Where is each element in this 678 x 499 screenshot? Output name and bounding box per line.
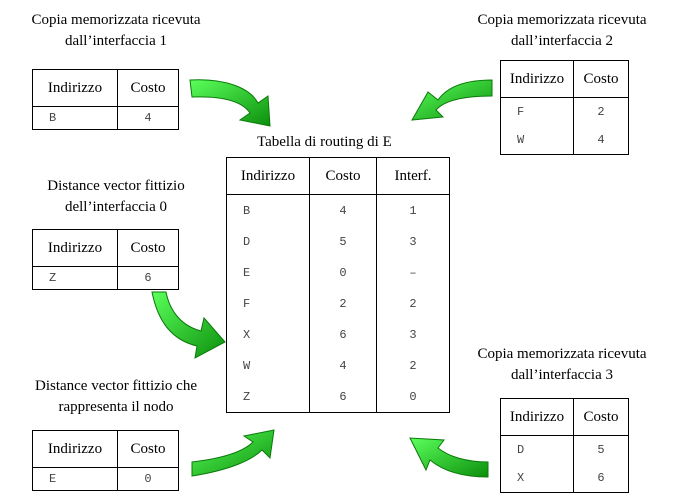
header-indirizzo: Indirizzo <box>226 157 310 195</box>
cell-cost: 4 <box>597 133 605 147</box>
header-costo: Costo <box>117 69 179 107</box>
cell-cost: 6 <box>597 471 605 485</box>
caption-line: Distance vector fittizio che <box>34 378 197 394</box>
header-costo: Costo <box>573 60 629 98</box>
cell-interface: 2 <box>409 296 417 311</box>
header-indirizzo: Indirizzo <box>32 229 118 267</box>
cell-interface: 3 <box>409 327 417 342</box>
cell-interface: 2 <box>409 358 417 373</box>
caption-line: dell’interfaccia 0 <box>64 199 168 215</box>
cell-address: D <box>500 435 574 464</box>
arrow-if1-icon <box>189 79 271 127</box>
cell-address: F <box>226 288 310 319</box>
header-indirizzo: Indirizzo <box>32 69 118 107</box>
arrow-if2-icon <box>411 79 493 121</box>
caption-if0: Distance vector fittizio dell’interfacci… <box>0 176 232 218</box>
dv-table-if2: Indirizzo Costo F 2 W 4 <box>500 60 629 155</box>
cell-interface: 1 <box>409 203 417 218</box>
caption-line: dall’interfaccia 3 <box>510 367 614 383</box>
caption-if3: Copia memorizzata ricevuta dall’interfac… <box>446 344 678 386</box>
caption-if2: Copia memorizzata ricevuta dall’interfac… <box>446 10 678 52</box>
header-costo: Costo <box>573 398 629 436</box>
cell-cost: 4 <box>144 111 152 125</box>
caption-node: Distance vector fittizio che rappresenta… <box>0 376 232 418</box>
caption-line: Copia memorizzata ricevuta <box>31 12 201 28</box>
cell-address: B <box>226 194 310 226</box>
header-costo: Costo <box>117 430 179 468</box>
header-indirizzo: Indirizzo <box>500 398 574 436</box>
cell-address: W <box>500 126 574 155</box>
caption-if1: Copia memorizzata ricevuta dall’interfac… <box>0 10 232 52</box>
cell-interface: 0 <box>409 389 417 404</box>
cell-address: X <box>500 464 574 493</box>
cell-cost: 6 <box>309 381 377 413</box>
caption-line: Copia memorizzata ricevuta <box>477 346 647 362</box>
cell-cost: 6 <box>144 271 152 285</box>
cell-cost: 6 <box>309 319 377 350</box>
cell-cost: 5 <box>597 443 605 457</box>
caption-line: Copia memorizzata ricevuta <box>477 12 647 28</box>
cell-cost: 5 <box>309 226 377 257</box>
cell-address: Z <box>32 266 118 290</box>
cell-cost: 4 <box>309 350 377 381</box>
header-indirizzo: Indirizzo <box>32 430 118 468</box>
cell-address: E <box>226 257 310 288</box>
cell-address: W <box>226 350 310 381</box>
caption-line: dall’interfaccia 2 <box>510 33 614 49</box>
arrow-if0-icon <box>151 291 226 359</box>
cell-cost: 4 <box>309 194 377 226</box>
cell-address: Z <box>226 381 310 413</box>
header-interf: Interf. <box>376 157 450 195</box>
cell-cost: 0 <box>309 257 377 288</box>
header-indirizzo: Indirizzo <box>500 60 574 98</box>
dv-table-node: Indirizzo Costo E 0 <box>32 430 179 491</box>
cell-interface: 3 <box>409 234 417 249</box>
cell-address: E <box>32 467 118 491</box>
caption-line: rappresenta il nodo <box>58 399 174 415</box>
cell-address: F <box>500 97 574 126</box>
header-costo: Costo <box>117 229 179 267</box>
cell-address: B <box>32 106 118 130</box>
cell-interface: – <box>409 265 417 280</box>
caption-line: Distance vector fittizio <box>47 178 185 194</box>
dv-table-if3: Indirizzo Costo D 5 X 6 <box>500 398 629 493</box>
dv-table-if1: Indirizzo Costo B 4 <box>32 69 179 130</box>
cell-cost: 2 <box>309 288 377 319</box>
dv-table-if0: Indirizzo Costo Z 6 <box>32 229 179 290</box>
header-costo: Costo <box>309 157 377 195</box>
cell-cost: 2 <box>597 105 605 119</box>
cell-address: D <box>226 226 310 257</box>
arrow-if3-icon <box>409 437 489 478</box>
routing-table-title: Tabella di routing di E <box>257 134 392 150</box>
cell-cost: 0 <box>144 472 152 486</box>
caption-line: dall’interfaccia 1 <box>64 33 168 49</box>
arrow-node-icon <box>191 429 275 477</box>
cell-address: X <box>226 319 310 350</box>
